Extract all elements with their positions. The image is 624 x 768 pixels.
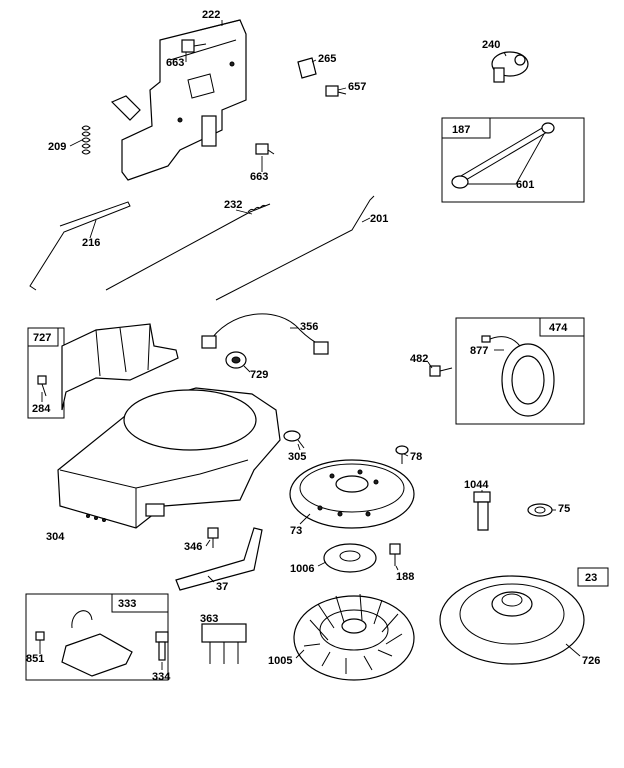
callout-346: 346 [184, 541, 202, 553]
callout-201: 201 [370, 213, 388, 225]
leader-lines [39, 20, 581, 670]
blower-housing-304 [57, 387, 281, 529]
callout-75: 75 [558, 503, 570, 515]
screw-334 [155, 631, 169, 661]
callout-37: 37 [216, 581, 228, 593]
flywheel-box-23: 23 [439, 567, 609, 665]
callout-877: 877 [470, 345, 488, 357]
screw-482 [429, 365, 453, 377]
callout-363: 363 [200, 613, 218, 625]
callout-222: 222 [202, 9, 220, 21]
link-rod-201 [215, 195, 375, 301]
screw-188 [389, 543, 401, 566]
callout-232: 232 [224, 199, 242, 211]
callout-304: 304 [46, 531, 65, 543]
spring-209 [81, 125, 91, 155]
callout-663a: 663 [166, 57, 184, 69]
callout-284: 284 [32, 403, 51, 415]
callout-73: 73 [290, 525, 302, 537]
callout-1005: 1005 [268, 655, 292, 667]
callout-601: 601 [516, 179, 534, 191]
ignition-box-333: 333 [25, 593, 169, 681]
callout-78: 78 [410, 451, 422, 463]
screw-663a [181, 39, 207, 53]
control-bracket-part [110, 19, 247, 181]
governor-spring-232 [105, 203, 271, 291]
screw-663b [255, 143, 275, 155]
callout-356: 356 [300, 321, 318, 333]
callout-657: 657 [348, 81, 366, 93]
fan-1005 [293, 593, 415, 681]
callout-23: 23 [585, 572, 597, 584]
callout-727: 727 [33, 332, 51, 344]
washer-75 [527, 503, 553, 517]
clip-265 [297, 57, 317, 79]
callout-209: 209 [48, 141, 66, 153]
callout-851: 851 [26, 653, 44, 665]
armature-box-474: 474 [455, 317, 585, 425]
callout-265: 265 [318, 53, 336, 65]
screw-284 [37, 375, 47, 397]
callout-474: 474 [549, 322, 568, 334]
kit-box-187: 187 [441, 117, 585, 203]
rotating-screen-73 [289, 459, 415, 529]
callout-1006: 1006 [290, 563, 314, 575]
callout-333: 333 [118, 598, 136, 610]
callout-188: 188 [396, 571, 414, 583]
air-guide-37 [175, 527, 263, 591]
callout-1044: 1044 [464, 479, 489, 491]
flywheel-bolt-1044 [473, 491, 491, 531]
callout-729: 729 [250, 369, 268, 381]
callout-305: 305 [288, 451, 306, 463]
screw-78 [395, 445, 409, 464]
screw-657 [325, 85, 347, 97]
starter-cup-1006 [323, 543, 377, 573]
grommet-729 [225, 351, 247, 369]
callout-334: 334 [152, 671, 171, 683]
callout-663b: 663 [250, 171, 268, 183]
callout-240: 240 [482, 39, 500, 51]
screw-305 [283, 430, 305, 449]
screw-346 [207, 527, 219, 548]
terminal-363 [201, 623, 247, 664]
link-rod-216 [29, 201, 131, 291]
callout-726: 726 [582, 655, 600, 667]
air-guide-box-727: 727 [27, 323, 179, 419]
ground-wire-356 [201, 313, 329, 355]
callout-216: 216 [82, 237, 100, 249]
callout-482: 482 [410, 353, 428, 365]
primer-bulb-240 [491, 51, 529, 83]
callout-187: 187 [452, 124, 470, 136]
